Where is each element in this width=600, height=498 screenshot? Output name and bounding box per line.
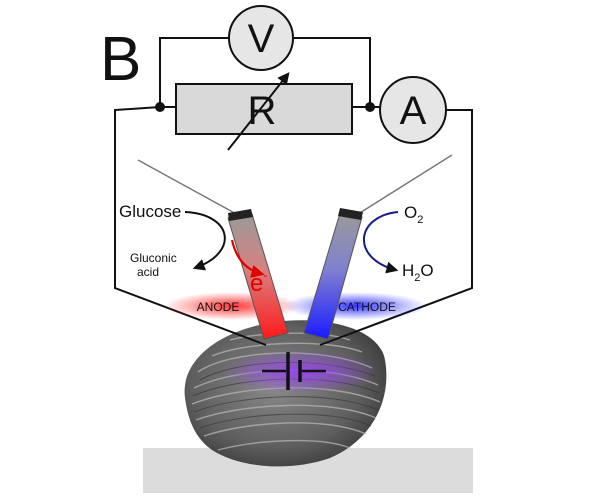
gluconic-label-line1: Gluconic	[130, 251, 177, 265]
anode-lead	[137, 159, 241, 217]
panel-label: B	[100, 25, 141, 94]
cathode-lead	[354, 154, 453, 217]
ammeter-label: A	[400, 89, 427, 133]
electron-arrow-icon	[230, 239, 265, 278]
water-label: H2O	[402, 261, 434, 284]
cathode-label: CATHODE	[338, 300, 396, 314]
gluconic-label-line2: acid	[137, 265, 159, 279]
junction-left	[155, 102, 165, 112]
voltmeter: V	[228, 5, 294, 71]
variable-resistor: R	[175, 83, 353, 135]
voltmeter-label: V	[248, 17, 275, 61]
glucose-label: Glucose	[119, 202, 181, 221]
electron-label: e-	[250, 268, 267, 297]
junction-right	[365, 102, 375, 112]
anode-label: ANODE	[197, 300, 240, 314]
oxygen-to-water-arrow-icon	[363, 211, 399, 274]
cathode-electrode	[303, 208, 363, 340]
variable-resistor-arrow-icon	[227, 72, 290, 151]
ammeter: A	[379, 76, 447, 144]
oxygen-label: O2	[404, 203, 423, 226]
battery-icon	[262, 352, 326, 390]
glucose-to-gluconic-arrow-icon	[184, 211, 226, 271]
